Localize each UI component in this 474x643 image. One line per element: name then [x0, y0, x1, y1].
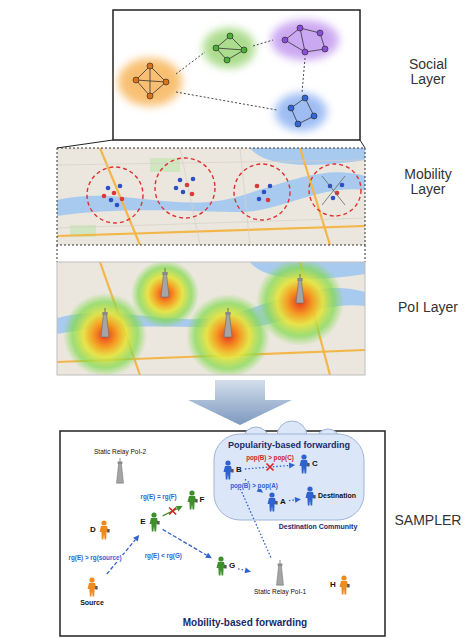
- forwarding-connector: [238, 567, 251, 573]
- user-label: B: [236, 466, 242, 475]
- mobile-user: A: [265, 491, 287, 513]
- arrow-head: [133, 535, 139, 542]
- forwarding-connector: [245, 462, 295, 470]
- mobile-user: Source: [79, 576, 105, 608]
- connector-line: [289, 499, 295, 501]
- connector-line: [245, 465, 289, 468]
- edge-label: pop(B) > pop(A): [229, 483, 279, 489]
- arrow-head: [295, 497, 301, 503]
- edge-label: rg(E) < rg(G): [144, 553, 183, 559]
- mobile-user: Destination: [303, 485, 357, 507]
- poi-heatmap: [57, 258, 365, 378]
- social-layer: [57, 10, 365, 148]
- person-icon: [266, 492, 278, 512]
- layer-label: Mobility Layer: [392, 167, 464, 198]
- person-icon: [222, 460, 234, 480]
- person-icon: [98, 520, 110, 540]
- sampler-frame: [60, 431, 385, 636]
- edge-label: pop(B) > pop(C): [245, 455, 295, 461]
- mobile-user: E: [139, 511, 160, 533]
- person-icon: [186, 490, 198, 510]
- arrow-head: [176, 506, 183, 511]
- static-relay: Static Relay PoI-1: [253, 559, 307, 596]
- static-relay: Static Relay PoI-2: [93, 447, 147, 484]
- arrow-head: [205, 553, 212, 559]
- connector-line: [163, 529, 207, 555]
- annotation-label: Mobility-based forwarding: [183, 617, 307, 628]
- community-cloud: Popularity-based forwardingB C Destination…: [214, 434, 364, 520]
- user-label: Source: [80, 599, 104, 607]
- user-label: D: [90, 526, 96, 535]
- cloud-title: Popularity-based forwarding: [214, 434, 364, 451]
- relay-label: Static Relay PoI-2: [94, 448, 146, 455]
- forwarding-connector: [289, 497, 301, 503]
- user-label: G: [229, 562, 235, 571]
- arrow-head: [244, 567, 251, 573]
- layer-label: PoI Layer: [392, 300, 464, 315]
- arrow-head: [289, 462, 295, 468]
- layer-label: SAMPLER: [392, 513, 464, 528]
- person-icon: [148, 512, 160, 532]
- blocked-mark: [169, 507, 176, 514]
- connector-line: [240, 488, 271, 557]
- annotation-label: Destination Community: [279, 523, 358, 531]
- layer-label: Social Layer: [392, 57, 464, 88]
- forwarding-connector: [163, 506, 183, 516]
- connector-line: [238, 569, 245, 571]
- user-label: H: [330, 581, 336, 590]
- mobile-user: F: [185, 489, 206, 511]
- person-icon: [338, 575, 350, 595]
- mobile-user: C: [297, 453, 319, 475]
- user-label: F: [200, 496, 205, 505]
- relay-tower-icon: [273, 560, 287, 586]
- edge-label: rg(E) = rg(F): [140, 494, 178, 500]
- relay-label: Static Relay PoI-1: [254, 588, 306, 595]
- person-icon: [86, 577, 98, 597]
- mobility-map: [57, 148, 365, 262]
- mobile-user: B: [221, 459, 243, 481]
- person-icon: [215, 556, 227, 576]
- person-icon: [298, 454, 310, 474]
- transition-arrow: [188, 380, 292, 425]
- mobile-user: D: [89, 519, 111, 541]
- edge-label: rg(E) > rg(source): [67, 555, 122, 561]
- user-label: E: [140, 518, 145, 527]
- user-label: A: [280, 498, 286, 507]
- user-label: Destination: [318, 492, 356, 500]
- blocked-mark: [267, 464, 274, 471]
- user-label: C: [312, 460, 318, 469]
- forwarding-connector: [237, 483, 270, 557]
- mobile-user: H: [329, 574, 351, 596]
- mobile-user: G: [214, 555, 236, 577]
- person-icon: [304, 486, 316, 506]
- relay-tower-icon: [113, 458, 127, 484]
